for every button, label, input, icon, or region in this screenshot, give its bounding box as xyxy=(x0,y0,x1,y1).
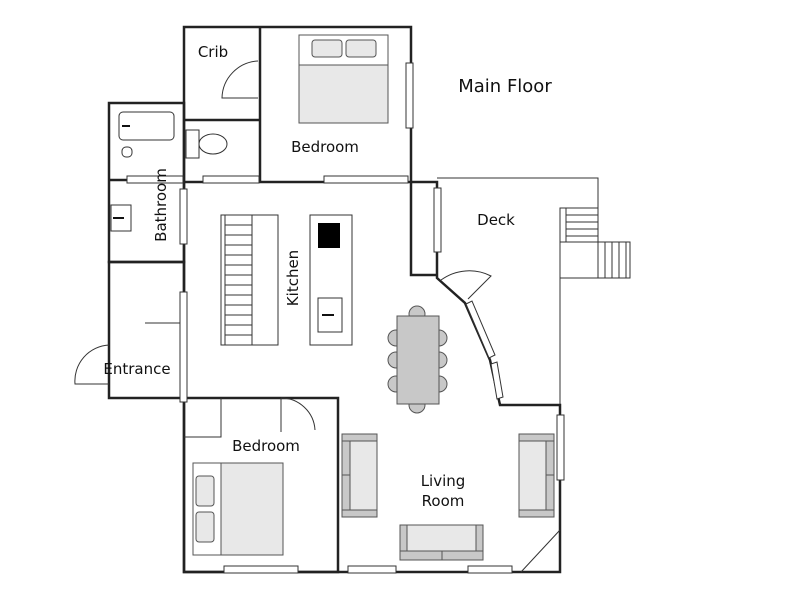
room-label-bedroom-bottom: Bedroom xyxy=(232,437,300,455)
sofa-bottom xyxy=(399,524,484,561)
room-label-entrance: Entrance xyxy=(103,360,170,378)
bathtub xyxy=(118,111,175,158)
room-label-deck: Deck xyxy=(477,211,515,229)
room-label-room: Room xyxy=(422,492,465,510)
sofa-right xyxy=(518,433,555,518)
stove xyxy=(318,223,340,248)
toilet xyxy=(185,129,228,159)
room-label-bathroom: Bathroom xyxy=(152,168,170,242)
bed-bottom xyxy=(192,462,284,556)
kitchen-counter xyxy=(220,214,279,346)
bed-top xyxy=(298,34,389,124)
windows xyxy=(126,62,565,574)
deck xyxy=(437,177,631,405)
sofa-left xyxy=(341,433,378,518)
room-label-crib: Crib xyxy=(198,43,228,61)
room-label-bedroom-top: Bedroom xyxy=(291,138,359,156)
bathroom-sink xyxy=(110,204,132,232)
dining-table xyxy=(387,305,448,414)
room-label-living: Living xyxy=(421,472,466,490)
room-label-kitchen: Kitchen xyxy=(284,250,302,306)
floor-title: Main Floor xyxy=(458,76,552,97)
kitchen-island xyxy=(309,214,353,346)
doors xyxy=(74,60,492,432)
